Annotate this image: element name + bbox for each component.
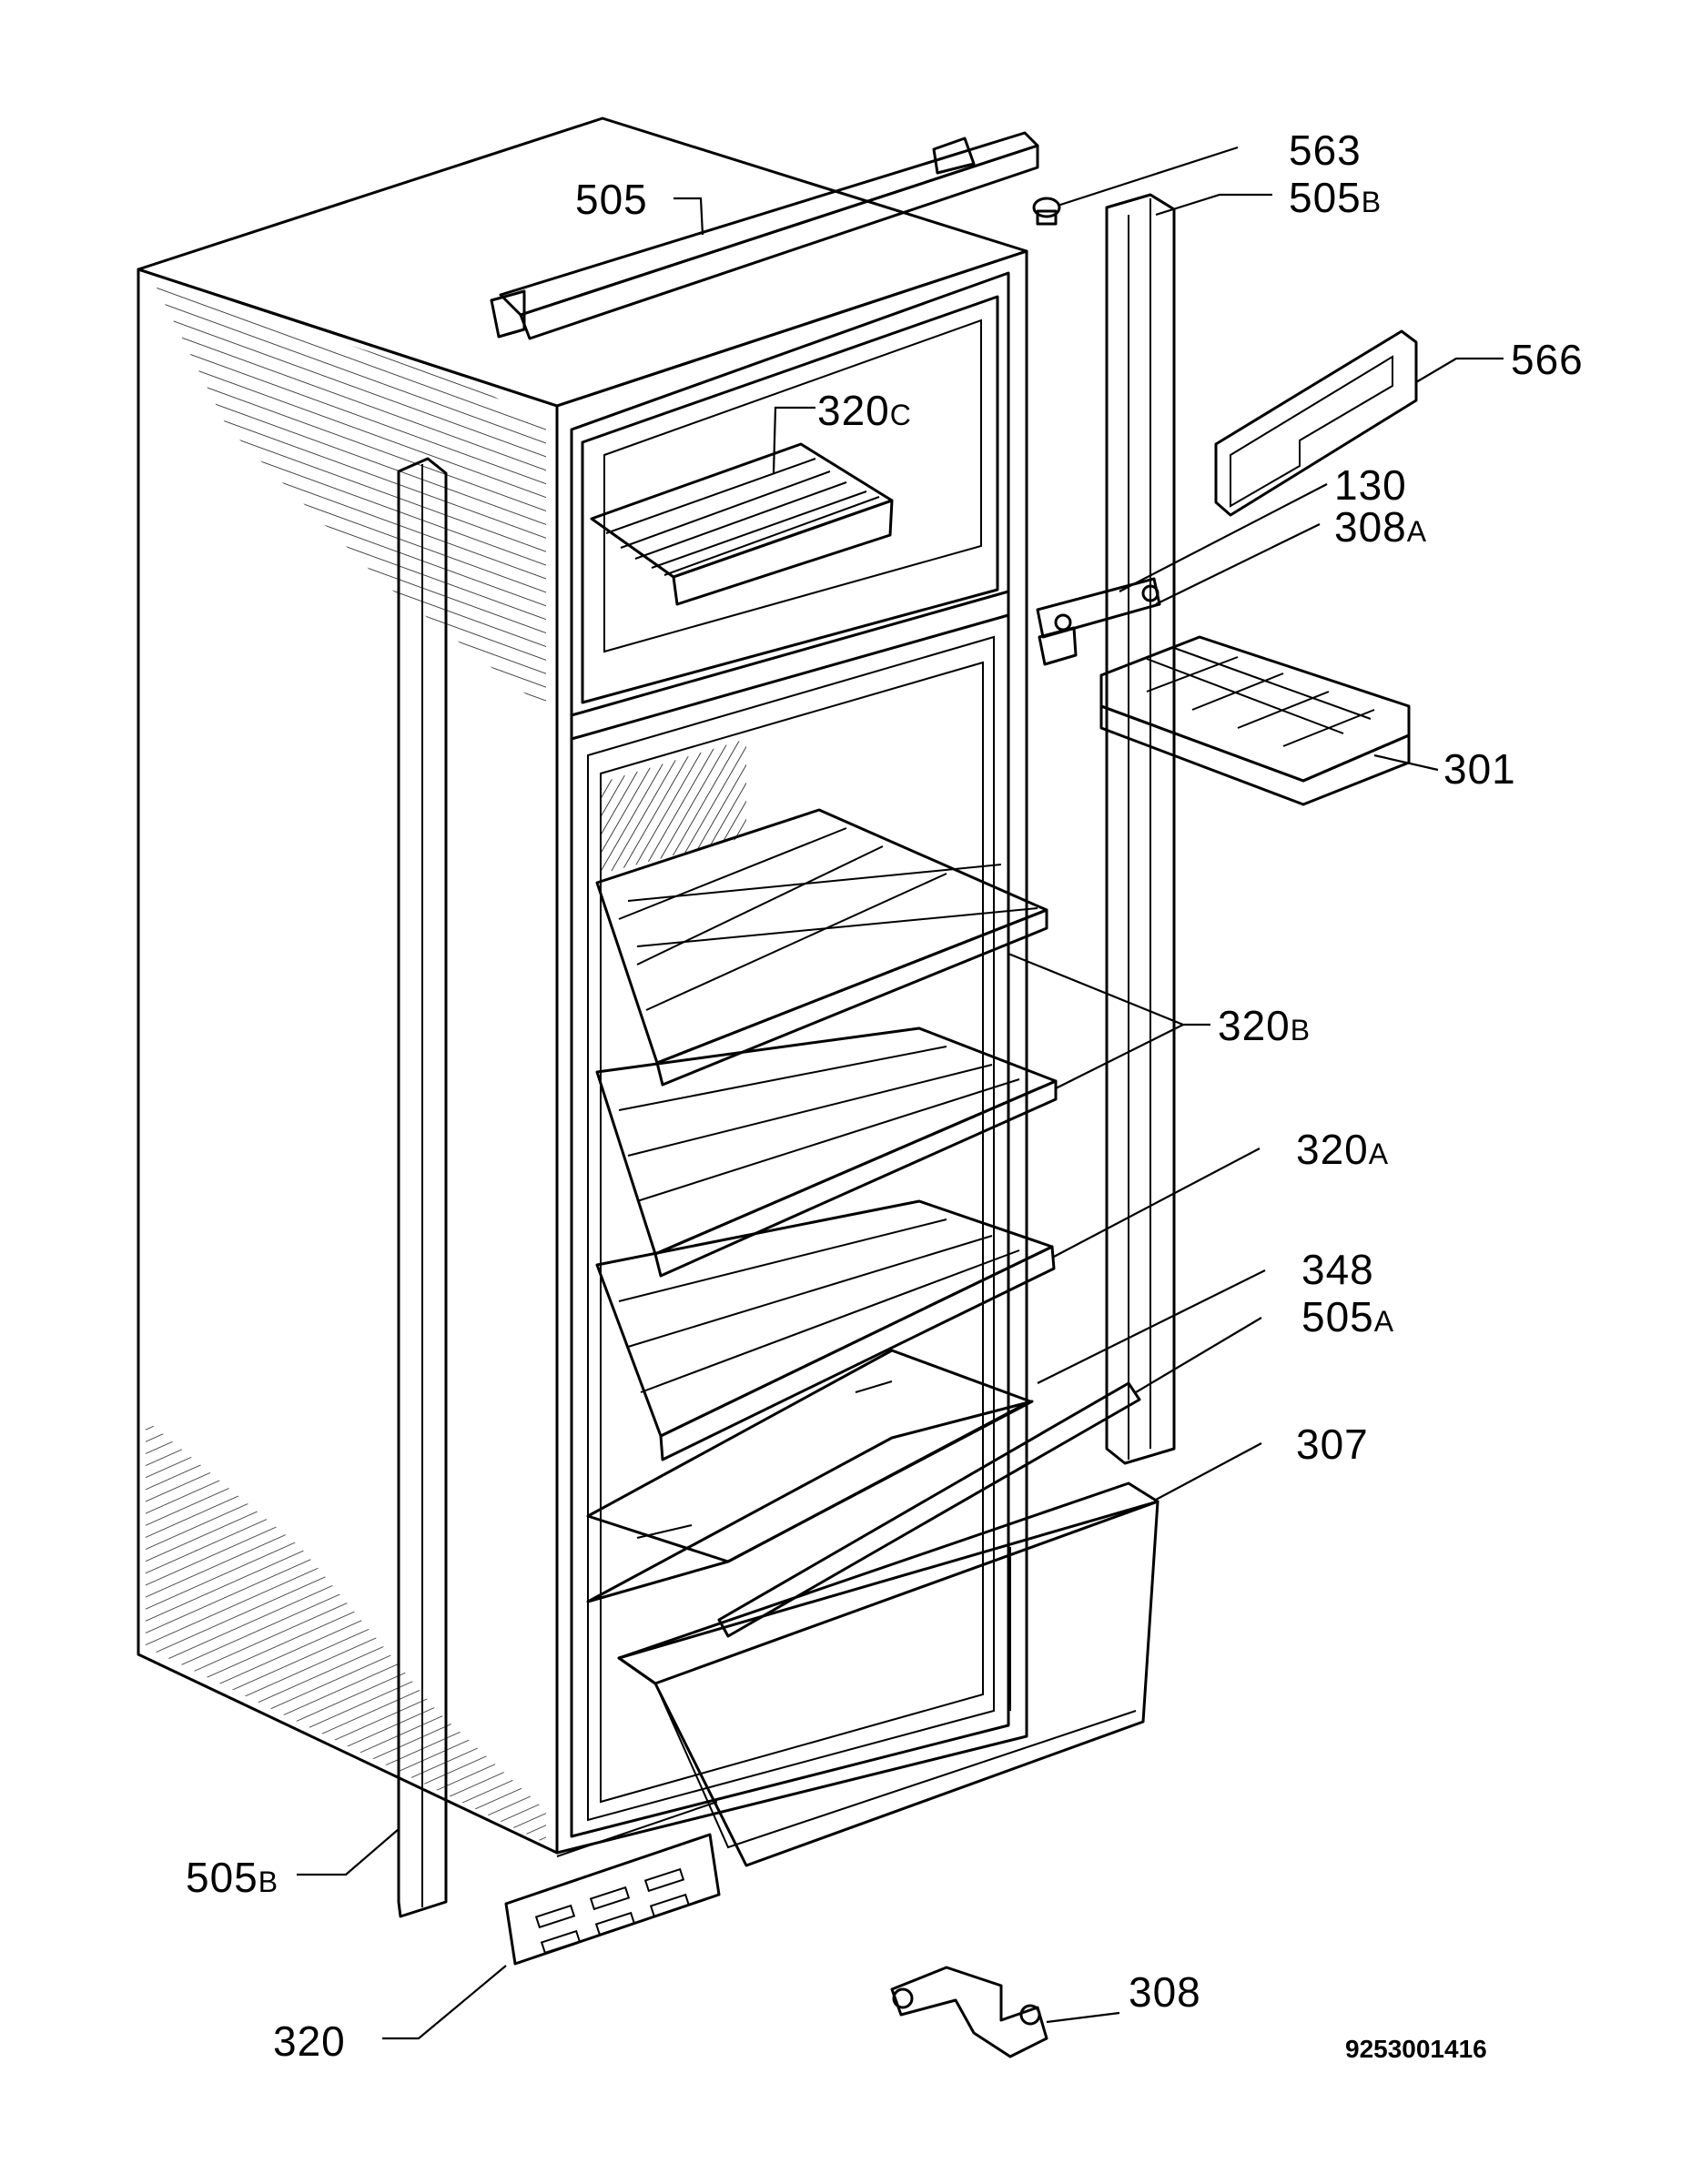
callout-308a: 308A xyxy=(1334,506,1427,548)
bottom-plinth-grille xyxy=(504,1801,721,1966)
callout-number: 301 xyxy=(1443,745,1516,793)
callout-number: 307 xyxy=(1296,1421,1369,1468)
callout-320a: 320A xyxy=(1296,1128,1389,1170)
callout-suffix: A xyxy=(1406,515,1428,548)
crisper-drawer xyxy=(617,1481,1159,1867)
cabinet xyxy=(137,116,1028,1855)
fridge-shelves xyxy=(595,808,1058,1461)
callout-suffix: A xyxy=(1373,1305,1395,1338)
callout-number: 566 xyxy=(1511,336,1584,383)
callout-number: 505 xyxy=(1301,1293,1374,1340)
callout-348: 348 xyxy=(1301,1249,1374,1290)
callout-566: 566 xyxy=(1511,339,1584,380)
callout-suffix: C xyxy=(889,399,912,431)
leader-lines xyxy=(297,146,1504,2040)
door-handle xyxy=(1214,329,1418,517)
callout-number: 563 xyxy=(1289,126,1362,174)
glass-shelf xyxy=(586,1349,1034,1603)
callout-563: 563 xyxy=(1289,129,1362,171)
callout-307: 307 xyxy=(1296,1423,1369,1465)
callout-suffix: A xyxy=(1368,1138,1390,1170)
ice-cube-tray xyxy=(1099,635,1411,806)
door-trim-strip-right xyxy=(1105,193,1176,1465)
screw xyxy=(1032,197,1061,226)
callout-number: 505 xyxy=(1289,174,1362,221)
callout-number: 320 xyxy=(1218,1002,1291,1049)
callout-number: 130 xyxy=(1334,461,1407,509)
callout-505b-side: 505B xyxy=(186,1856,278,1898)
callout-320: 320 xyxy=(273,2020,346,2062)
callout-505b-door: 505B xyxy=(1289,177,1382,218)
callout-number: 320 xyxy=(817,387,890,434)
side-trim-strip-left xyxy=(397,457,448,1918)
callout-suffix: B xyxy=(1290,1014,1311,1046)
document-number: 9253001416 xyxy=(1345,2035,1487,2063)
callout-301: 301 xyxy=(1443,748,1516,790)
callout-number: 505 xyxy=(575,176,648,223)
lower-hinge xyxy=(890,1966,1048,2058)
callout-number: 505 xyxy=(186,1854,258,1901)
upper-hinge xyxy=(1036,577,1161,666)
callout-505-top: 505 xyxy=(575,178,648,220)
callout-suffix: B xyxy=(258,1866,279,1898)
freezer-wire-shelf xyxy=(590,442,894,606)
callout-number: 320 xyxy=(273,2017,346,2065)
top-mounting-rail xyxy=(490,131,1039,340)
callout-130: 130 xyxy=(1334,464,1407,506)
callout-number: 320 xyxy=(1296,1126,1369,1173)
callout-320b: 320B xyxy=(1218,1005,1311,1046)
shelf-cover-strip xyxy=(717,1381,1141,1638)
callout-320c: 320C xyxy=(817,389,912,431)
callout-number: 348 xyxy=(1301,1246,1374,1293)
callout-505a: 505A xyxy=(1301,1296,1394,1338)
callout-suffix: B xyxy=(1361,186,1382,218)
callout-308: 308 xyxy=(1129,1971,1201,2013)
callout-number: 308 xyxy=(1334,503,1407,551)
callout-number: 308 xyxy=(1129,1968,1201,2016)
